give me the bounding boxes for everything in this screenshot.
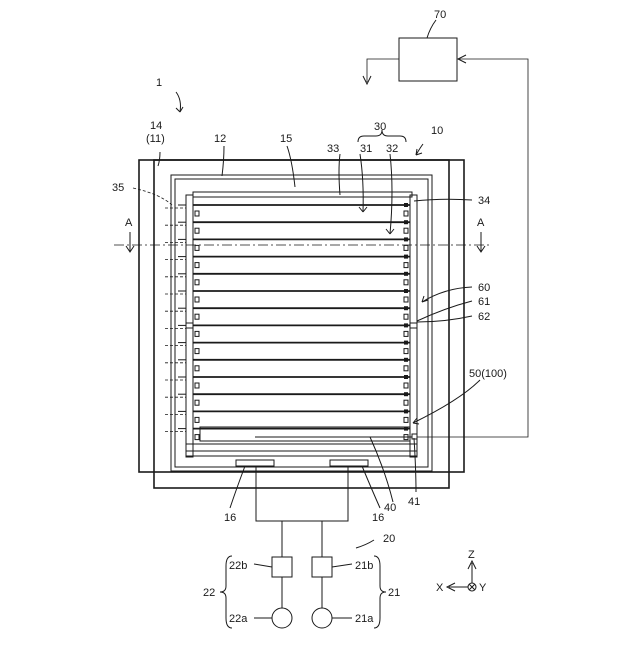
shelf-holder-right: [404, 400, 408, 405]
shelf-clip-right: [404, 409, 408, 413]
shelf-holder-left: [195, 435, 199, 440]
label-a-right: A: [477, 217, 485, 229]
label-22b: 22b: [229, 560, 247, 572]
valve-22b: [272, 557, 292, 577]
heater-16-left: [236, 460, 274, 466]
bottom-rail-2: [186, 451, 417, 456]
shelf-holder-left: [195, 331, 199, 336]
label-32: 32: [386, 143, 398, 155]
label-40: 40: [384, 502, 396, 514]
shelf-clip-right: [404, 358, 408, 362]
shelf-holder-right: [404, 314, 408, 319]
outer-housing: [139, 160, 464, 472]
label-33: 33: [327, 143, 339, 155]
shelf-holder-right: [404, 349, 408, 354]
control-line-in: [417, 59, 528, 437]
shelf-clip-right: [404, 341, 408, 345]
label-62: 62: [478, 311, 490, 323]
label-12: 12: [214, 133, 226, 145]
shelf-holder-right: [404, 383, 408, 388]
controller-70: [399, 38, 457, 81]
shelf-holder-left: [195, 280, 199, 285]
label-22a: 22a: [229, 613, 248, 625]
label-21a: 21a: [355, 613, 374, 625]
label-21b: 21b: [355, 560, 373, 572]
label-15: 15: [280, 133, 292, 145]
source-22a: [272, 608, 292, 628]
axis-label-z: Z: [468, 549, 475, 561]
supply-pipe: [256, 466, 348, 521]
shelf-clip-right: [404, 272, 408, 276]
shelf-holder-right: [404, 245, 408, 250]
shelf-holder-right: [404, 211, 408, 216]
label-22: 22: [203, 587, 215, 599]
label-10: 10: [431, 125, 443, 137]
label-a-left: A: [125, 217, 133, 229]
label-60: 60: [478, 282, 490, 294]
top-plate: [193, 192, 412, 197]
label-31: 31: [360, 143, 372, 155]
shelf-holder-right: [404, 263, 408, 268]
label-35: 35: [112, 182, 124, 194]
section-arrow-right: [477, 232, 485, 252]
axis-label-y: Y: [479, 582, 487, 594]
label-16-left: 16: [224, 512, 236, 524]
shelf-holder-left: [195, 383, 199, 388]
label-61: 61: [478, 296, 490, 308]
axis-label-x: X: [436, 582, 444, 594]
shelf-clip-right: [404, 392, 408, 396]
control-line-out: [367, 59, 399, 82]
shelf-holder-left: [195, 263, 199, 268]
label-14: 14: [150, 120, 162, 132]
bottom-rail: [186, 444, 417, 451]
label-1: 1: [156, 77, 162, 89]
label-70: 70: [434, 9, 446, 21]
shelf-clip-right: [404, 289, 408, 293]
shelf-holder-left: [195, 211, 199, 216]
label-21: 21: [388, 587, 400, 599]
section-arrow-left: [126, 232, 134, 252]
shelf-holder-right: [404, 366, 408, 371]
shelf-holder-right: [404, 228, 408, 233]
shelf-holder-left: [195, 366, 199, 371]
shelf-clip-right: [404, 237, 408, 241]
shelf-clip-right: [404, 306, 408, 310]
valve-21b: [312, 557, 332, 577]
shelf-holder-left: [195, 297, 199, 302]
shelf-holder-left: [195, 228, 199, 233]
shelf-holder-right: [404, 297, 408, 302]
shelf-holder-right: [404, 417, 408, 422]
shelf-holder-left: [195, 314, 199, 319]
column-joint-left: [186, 323, 193, 328]
shelf-holder-left: [195, 349, 199, 354]
label-30: 30: [374, 121, 386, 133]
shelf-clip-right: [404, 375, 408, 379]
shelf-holder-right: [404, 331, 408, 336]
shelf-holder-right: [404, 280, 408, 285]
shelf-clip-right: [404, 203, 408, 207]
shelf-clip-right: [404, 255, 408, 259]
shelf-clip-right: [404, 220, 408, 224]
shelf-group: [193, 203, 410, 440]
label-50: 50(100): [469, 368, 507, 380]
brace-21: [374, 556, 386, 628]
label-16-right: 16: [372, 512, 384, 524]
heater-16-right: [330, 460, 368, 466]
source-21a: [312, 608, 332, 628]
shelf-holder-left: [195, 417, 199, 422]
label-20: 20: [383, 533, 395, 545]
shelf-clip-right: [404, 323, 408, 327]
label-34: 34: [478, 195, 490, 207]
shelf-holder-left: [195, 245, 199, 250]
shelf-holder-left: [195, 400, 199, 405]
label-41: 41: [408, 496, 420, 508]
column-joint-right: [410, 323, 417, 328]
label-11: (11): [146, 133, 165, 145]
